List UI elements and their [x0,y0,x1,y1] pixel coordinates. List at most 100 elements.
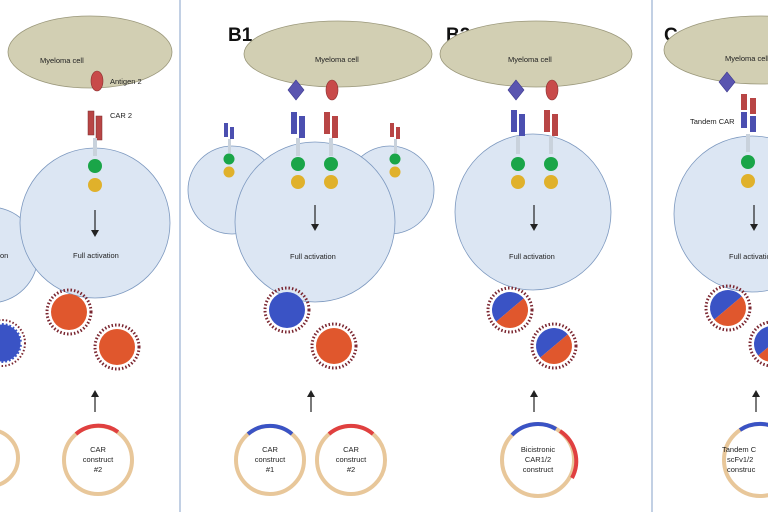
viral-vector-blue [269,292,305,328]
antigen-1 [287,79,305,101]
car-1-receptor [299,116,305,138]
car-gene-red [74,423,120,436]
signal-domain-yellow [291,175,305,189]
signal-domain-yellow [389,166,401,178]
viral-vector-red [316,328,352,364]
activation-label: Full activation [509,252,555,261]
car-1-receptor [291,112,297,134]
signal-domain-yellow [324,175,338,189]
myeloma-cell [243,20,433,88]
viral-vector-red-rim [45,288,93,336]
viral-vector-red [51,294,87,330]
construct-label: construct [83,455,114,464]
construct-label: #1 [266,465,274,474]
construct-label: #2 [347,465,355,474]
car-2-receptor [552,114,558,136]
signal-domain-green [291,157,305,171]
antigen-label: Antigen 2 [110,77,142,86]
antigen-2 [545,79,559,101]
car-stalk [394,139,397,153]
car-2-receptor [324,112,330,134]
antigen-1 [718,71,736,93]
car-1-receptor [230,127,234,139]
activation-arrowhead [311,224,319,231]
construct-label: scFv1/2 [727,455,753,464]
transduction-arrowhead [530,390,538,397]
viral-vector-red-rim [93,323,141,371]
car-stalk [296,138,300,156]
car-1-receptor [511,110,517,132]
viral-vector-blue [0,321,24,365]
tandem-car-receptor [741,94,747,110]
myeloma-cell [439,20,633,88]
antigen-2 [325,79,339,101]
car-2-receptor [87,110,95,136]
activation-arrowhead [530,224,538,231]
activation-label: Full activation [73,251,119,260]
car-1-receptor [224,123,228,137]
car-stalk [93,138,97,156]
transduction-arrowhead [307,390,315,397]
viral-vector-mixed [748,320,768,368]
car-gene-blue [510,422,558,437]
viral-vector-blue-rim [0,319,26,367]
car-2-receptor [396,127,400,139]
transduction-arrowhead [752,390,760,397]
viral-vector-blue-rim [263,286,311,334]
car-stalk [746,134,750,152]
construct-label: CAR [90,445,106,454]
signal-domain-yellow [544,175,558,189]
myeloma-cell-label: Myeloma cell [315,55,359,64]
antigen-1 [507,79,525,101]
signal-domain-green [88,159,102,173]
car-2-receptor [95,115,103,141]
transduction-arrowhead [91,390,99,397]
panel-b2: B2 Myeloma cell Full activation [439,20,633,498]
tandem-car-receptor [750,98,756,114]
t-cell [454,133,612,291]
activation-label: on [0,251,8,260]
tandem-car-receptor [750,116,756,132]
car-2-receptor [332,116,338,138]
signal-domain-yellow [223,166,235,178]
myeloma-cell-label: Myeloma cell [725,54,768,63]
car-stalk [549,136,553,154]
antigen-2 [90,70,104,92]
construct-label: construct [336,455,367,464]
signal-domain-yellow [511,175,525,189]
construct-label: CAR1/2 [525,455,551,464]
signal-domain-yellow [88,178,102,192]
construct-label: construc [727,465,756,474]
activation-arrowhead [750,224,758,231]
activation-label: Full activation [290,252,336,261]
signal-domain-green [389,153,401,165]
car-gene-blue [246,423,294,436]
activation-label: Full activation [729,252,768,261]
car-gene-red [558,429,579,479]
car-stalk [228,139,231,153]
construct-label: construct [255,455,286,464]
car-gene-blue [738,422,768,432]
construct-label: Bicistronic [521,445,555,454]
car-label: CAR 2 [110,111,132,120]
construct-label: CAR [262,445,278,454]
signal-domain-green [324,157,338,171]
signal-domain-green [544,157,558,171]
car-stalk [329,138,333,156]
plasmid [0,429,20,487]
myeloma-cell [663,15,768,85]
panel-label: B1 [228,25,253,46]
myeloma-cell-label: Myeloma cell [40,56,84,65]
panel-b1: B1 Myeloma cell Fu [187,20,435,496]
car-2-receptor [544,110,550,132]
construct-label: CAR [343,445,359,454]
viral-vector-red [99,329,135,365]
car-stalk [516,136,520,154]
viral-vector-red-rim [310,322,358,370]
construct-label: #2 [94,465,102,474]
tandem-car-receptor [741,112,747,128]
tandem-car-label: Tandem CAR [690,117,735,126]
activation-arrowhead [91,230,99,237]
signal-domain-green [511,157,525,171]
viral-vector-mixed [704,284,752,332]
